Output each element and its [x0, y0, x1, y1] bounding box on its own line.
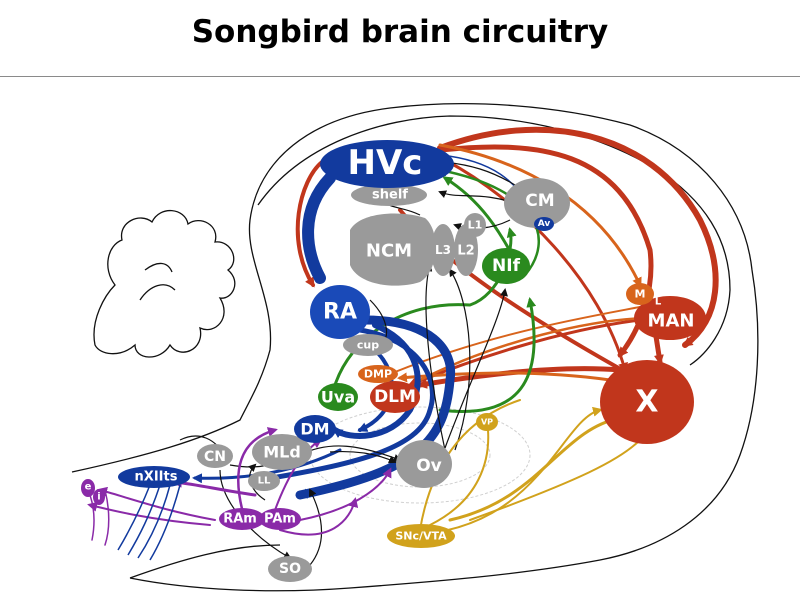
- blue-pathways: [192, 154, 538, 500]
- e-nucleus: [81, 479, 95, 497]
- ncm-nucleus: [350, 213, 436, 286]
- ra-nucleus: [310, 285, 370, 339]
- gold-pathways: [409, 399, 641, 536]
- ov-nucleus: [396, 440, 452, 488]
- nucleus-labels: HVc shelf CM Av NCM L1 L3 L2 NIf RA cup …: [85, 143, 695, 577]
- shelf-region: [351, 184, 427, 206]
- ov-label: Ov: [416, 456, 442, 476]
- l2-nucleus: [454, 224, 478, 276]
- e-label: e: [85, 482, 92, 493]
- ncm-label: NCM: [366, 241, 412, 262]
- ram-nucleus: [219, 508, 265, 530]
- dmp-label: DMP: [364, 368, 392, 381]
- dm-label: DM: [300, 420, 329, 439]
- ll-label: LL: [258, 476, 271, 487]
- vp-nucleus: [476, 413, 498, 431]
- snvta-nucleus: [387, 524, 455, 548]
- l1-label: L1: [468, 219, 483, 232]
- l3-label: L3: [435, 243, 451, 257]
- cm-nucleus: [504, 178, 570, 228]
- l-label: L: [655, 297, 662, 308]
- man-nucleus: [634, 296, 706, 340]
- cup-label: cup: [357, 339, 379, 352]
- cn-label: CN: [204, 449, 226, 465]
- i-label: i: [97, 492, 100, 503]
- cerebellum: [93, 209, 236, 358]
- m-nucleus: [626, 283, 654, 305]
- dlm-label: DLM: [374, 387, 416, 407]
- dmp-nucleus: [358, 365, 398, 383]
- av-label: Av: [538, 219, 551, 229]
- l2-label: L2: [457, 244, 474, 259]
- uva-label: Uva: [321, 388, 355, 407]
- cm-label: CM: [525, 191, 554, 211]
- nuclei: [81, 140, 706, 582]
- ll-nucleus: [248, 471, 280, 491]
- nif-nucleus: [482, 248, 530, 284]
- mld-nucleus: [252, 434, 312, 470]
- x-label: X: [635, 385, 658, 420]
- brain-circuit-diagram: HVc shelf CM Av NCM L1 L3 L2 NIf RA cup …: [71, 103, 759, 592]
- cn-nucleus: [197, 444, 233, 468]
- nerve-fibres: [117, 484, 181, 561]
- av-nucleus: [534, 217, 554, 231]
- hvc-label: HVc: [348, 143, 423, 183]
- x-nucleus: [600, 360, 694, 444]
- mld-label: MLd: [263, 443, 301, 462]
- l1-nucleus: [464, 213, 486, 237]
- man-label: MAN: [648, 311, 695, 332]
- ram-label: RAm: [223, 512, 257, 527]
- l3-nucleus: [431, 224, 455, 276]
- dm-nucleus: [294, 415, 336, 443]
- nif-label: NIf: [492, 256, 521, 276]
- shelf-label: shelf: [372, 188, 408, 203]
- uva-nucleus: [318, 383, 358, 411]
- pam-nucleus: [259, 508, 301, 530]
- i-nucleus: [93, 489, 105, 505]
- dlm-nucleus: [370, 381, 420, 413]
- nxiits-label: nXIIts: [135, 470, 178, 485]
- red-pathways: [295, 126, 719, 389]
- pam-label: PAm: [264, 512, 296, 527]
- ra-label: RA: [323, 300, 357, 325]
- page-title: Songbird brain circuitry: [191, 14, 609, 50]
- title-divider: [0, 76, 800, 77]
- snvta-label: SNc/VTA: [395, 530, 447, 543]
- m-label: M: [635, 288, 646, 301]
- brain-outline: [71, 103, 759, 592]
- so-label: SO: [279, 561, 301, 577]
- vp-label: VP: [481, 418, 493, 427]
- cup-region: [343, 334, 393, 356]
- so-nucleus: [268, 556, 312, 582]
- nxiits-nucleus: [118, 466, 190, 488]
- hvc-nucleus: [320, 140, 454, 188]
